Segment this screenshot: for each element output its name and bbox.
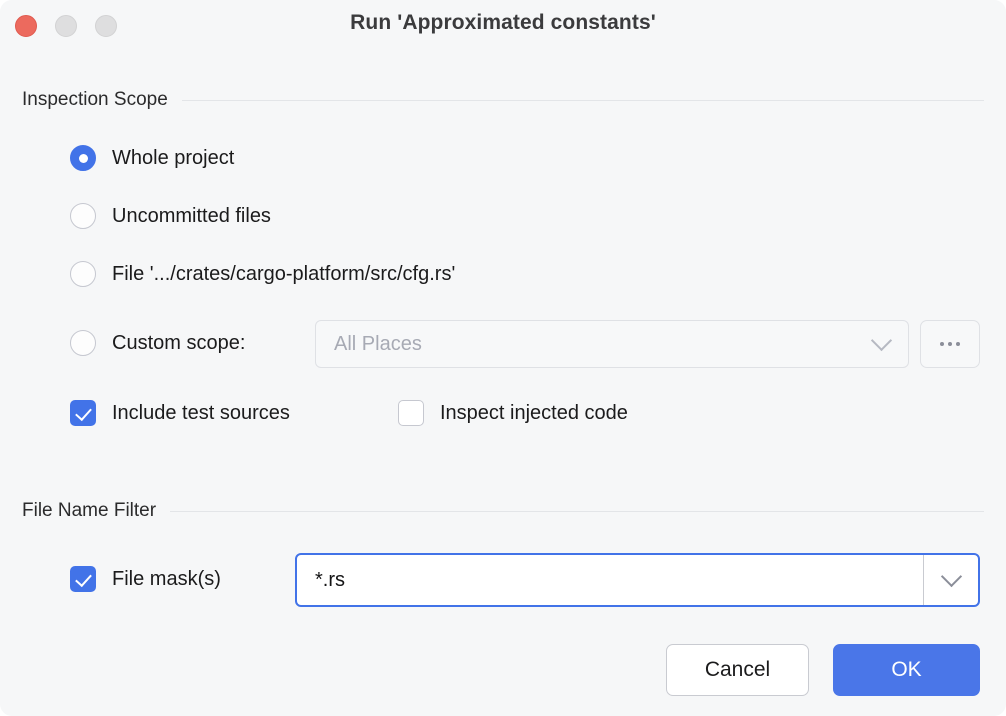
browse-custom-scope-button[interactable] xyxy=(920,320,980,368)
file-mask-combobox[interactable]: *.rs xyxy=(295,553,980,607)
file-name-filter-label: File Name Filter xyxy=(22,500,157,521)
radio-row-whole-project[interactable]: Whole project xyxy=(70,145,234,171)
radio-label-uncommitted-files: Uncommitted files xyxy=(112,204,271,227)
ellipsis-icon xyxy=(940,342,944,346)
file-name-filter-section-header: File Name Filter xyxy=(22,500,984,522)
radio-row-current-file[interactable]: File '.../crates/cargo-platform/src/cfg.… xyxy=(70,261,455,287)
ellipsis-icon xyxy=(956,342,960,346)
ellipsis-icon xyxy=(948,342,952,346)
ok-button[interactable]: OK xyxy=(833,644,980,696)
checkbox-row-include-test-sources[interactable]: Include test sources xyxy=(70,400,290,426)
section-divider xyxy=(181,99,984,101)
cancel-button[interactable]: Cancel xyxy=(666,644,809,696)
title-bar: Run 'Approximated constants' xyxy=(0,0,1006,54)
dialog-title: Run 'Approximated constants' xyxy=(350,11,656,34)
minimize-window-button[interactable] xyxy=(55,15,77,37)
maximize-window-button[interactable] xyxy=(95,15,117,37)
combo-divider xyxy=(923,555,924,605)
inspection-scope-section-header: Inspection Scope xyxy=(22,89,984,111)
radio-whole-project[interactable] xyxy=(70,145,96,171)
chevron-down-icon[interactable] xyxy=(854,329,908,352)
radio-row-custom-scope[interactable]: Custom scope: xyxy=(70,330,245,356)
close-window-button[interactable] xyxy=(15,15,37,37)
radio-row-uncommitted-files[interactable]: Uncommitted files xyxy=(70,203,271,229)
custom-scope-value: All Places xyxy=(334,332,422,355)
radio-uncommitted-files[interactable] xyxy=(70,203,96,229)
section-divider xyxy=(170,510,984,512)
radio-label-whole-project: Whole project xyxy=(112,146,235,169)
chevron-down-icon[interactable] xyxy=(924,565,978,588)
checkbox-label-file-mask: File mask(s) xyxy=(112,567,221,590)
checkbox-label-include-test-sources: Include test sources xyxy=(112,401,290,424)
checkbox-label-inspect-injected-code: Inspect injected code xyxy=(440,401,628,424)
custom-scope-combobox[interactable]: All Places xyxy=(315,320,909,368)
checkbox-include-test-sources[interactable] xyxy=(70,400,96,426)
radio-label-custom-scope: Custom scope: xyxy=(112,331,246,354)
inspection-scope-label: Inspection Scope xyxy=(22,89,168,110)
checkbox-row-file-mask[interactable]: File mask(s) xyxy=(70,566,221,592)
checkbox-row-inspect-injected-code[interactable]: Inspect injected code xyxy=(398,400,628,426)
radio-current-file[interactable] xyxy=(70,261,96,287)
checkbox-file-mask[interactable] xyxy=(70,566,96,592)
checkbox-inspect-injected-code[interactable] xyxy=(398,400,424,426)
radio-custom-scope[interactable] xyxy=(70,330,96,356)
file-mask-value[interactable]: *.rs xyxy=(315,568,345,591)
radio-label-current-file: File '.../crates/cargo-platform/src/cfg.… xyxy=(112,262,456,285)
